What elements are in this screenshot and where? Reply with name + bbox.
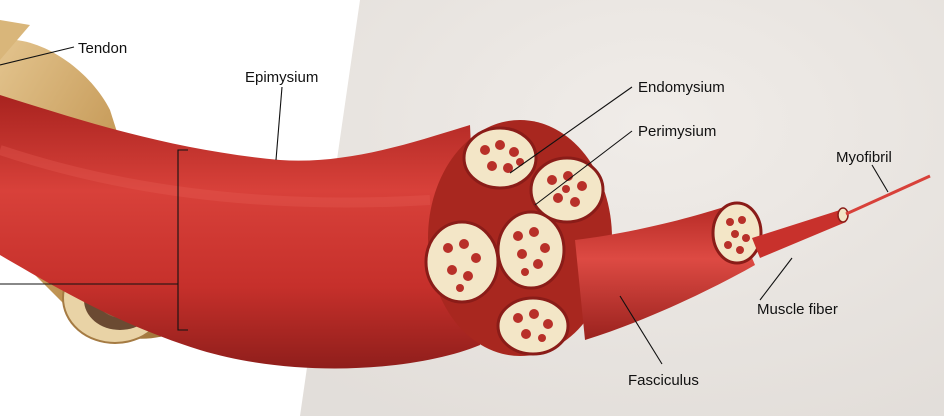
muscle-fiber-strand <box>752 210 846 258</box>
myofibril-strand <box>845 174 931 216</box>
label-fasciculus: Fasciculus <box>628 372 699 389</box>
label-epimysium: Epimysium <box>245 69 318 86</box>
label-endomysium: Endomysium <box>638 79 725 96</box>
fasciculus-strand <box>575 205 755 340</box>
muscle-belly <box>0 95 480 369</box>
label-myofibril: Myofibril <box>836 149 892 166</box>
label-tendon: Tendon <box>78 40 127 57</box>
leader-lines <box>0 46 889 365</box>
label-muscle-fiber: Muscle fiber <box>757 301 838 318</box>
label-perimysium: Perimysium <box>638 123 716 140</box>
fiber-dots <box>443 140 587 342</box>
bracket <box>177 149 188 331</box>
